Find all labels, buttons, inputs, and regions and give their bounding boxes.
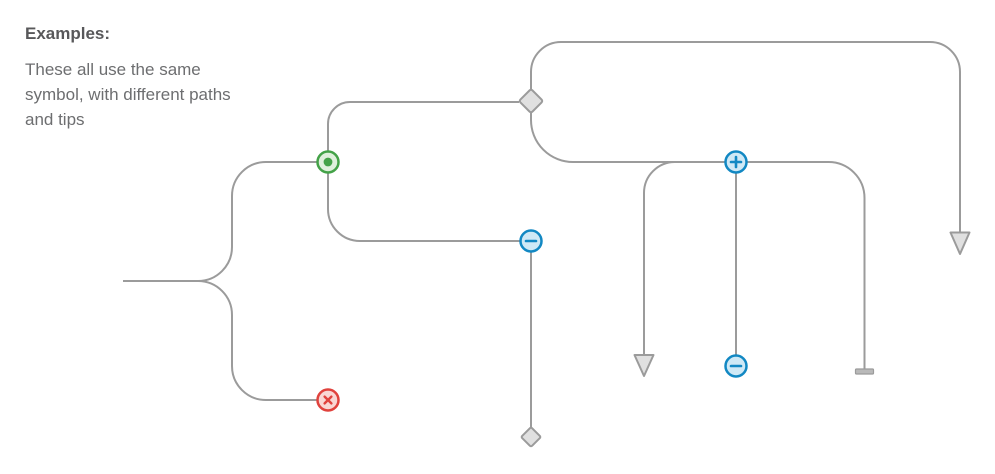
description-line-1: These all use the same [25,60,201,79]
plus-glyph [729,155,743,169]
blue-minus-circle-lower [724,354,748,378]
path-diamond-through-plus-to-bar [530,113,866,369]
path-green-to-diamond [327,101,519,152]
arrow-tip-middle [633,354,655,377]
green-dot [323,157,333,167]
examples-title: Examples: [25,24,111,43]
x-glyph [323,395,333,405]
path-green-to-minus [327,172,521,242]
path-tips [518,88,971,448]
green-dot-circle [316,150,340,174]
text-block: Examples: These all use the same symbol,… [25,24,295,132]
red-x-circle [316,388,340,412]
circle-symbols [316,150,748,412]
arrow-tip-right [949,231,971,255]
flat-bar-tip [854,368,875,375]
path-branch-to-middle-arrow [643,161,676,355]
path-tail-to-red [197,280,317,401]
description-line-3: and tips [25,110,85,129]
diamond-tip-lower [520,426,542,448]
path-diamond-top-loop-to-arrow [530,41,961,233]
description-line-2: symbol, with different paths [25,85,231,104]
blue-minus-circle-upper [519,229,543,253]
path-tail-to-green [123,161,317,282]
examples-description: These all use the same symbol, with diff… [25,57,295,132]
blue-plus-circle [724,150,748,174]
diamond-tip-upper [518,88,544,114]
connector-paths [123,41,961,427]
